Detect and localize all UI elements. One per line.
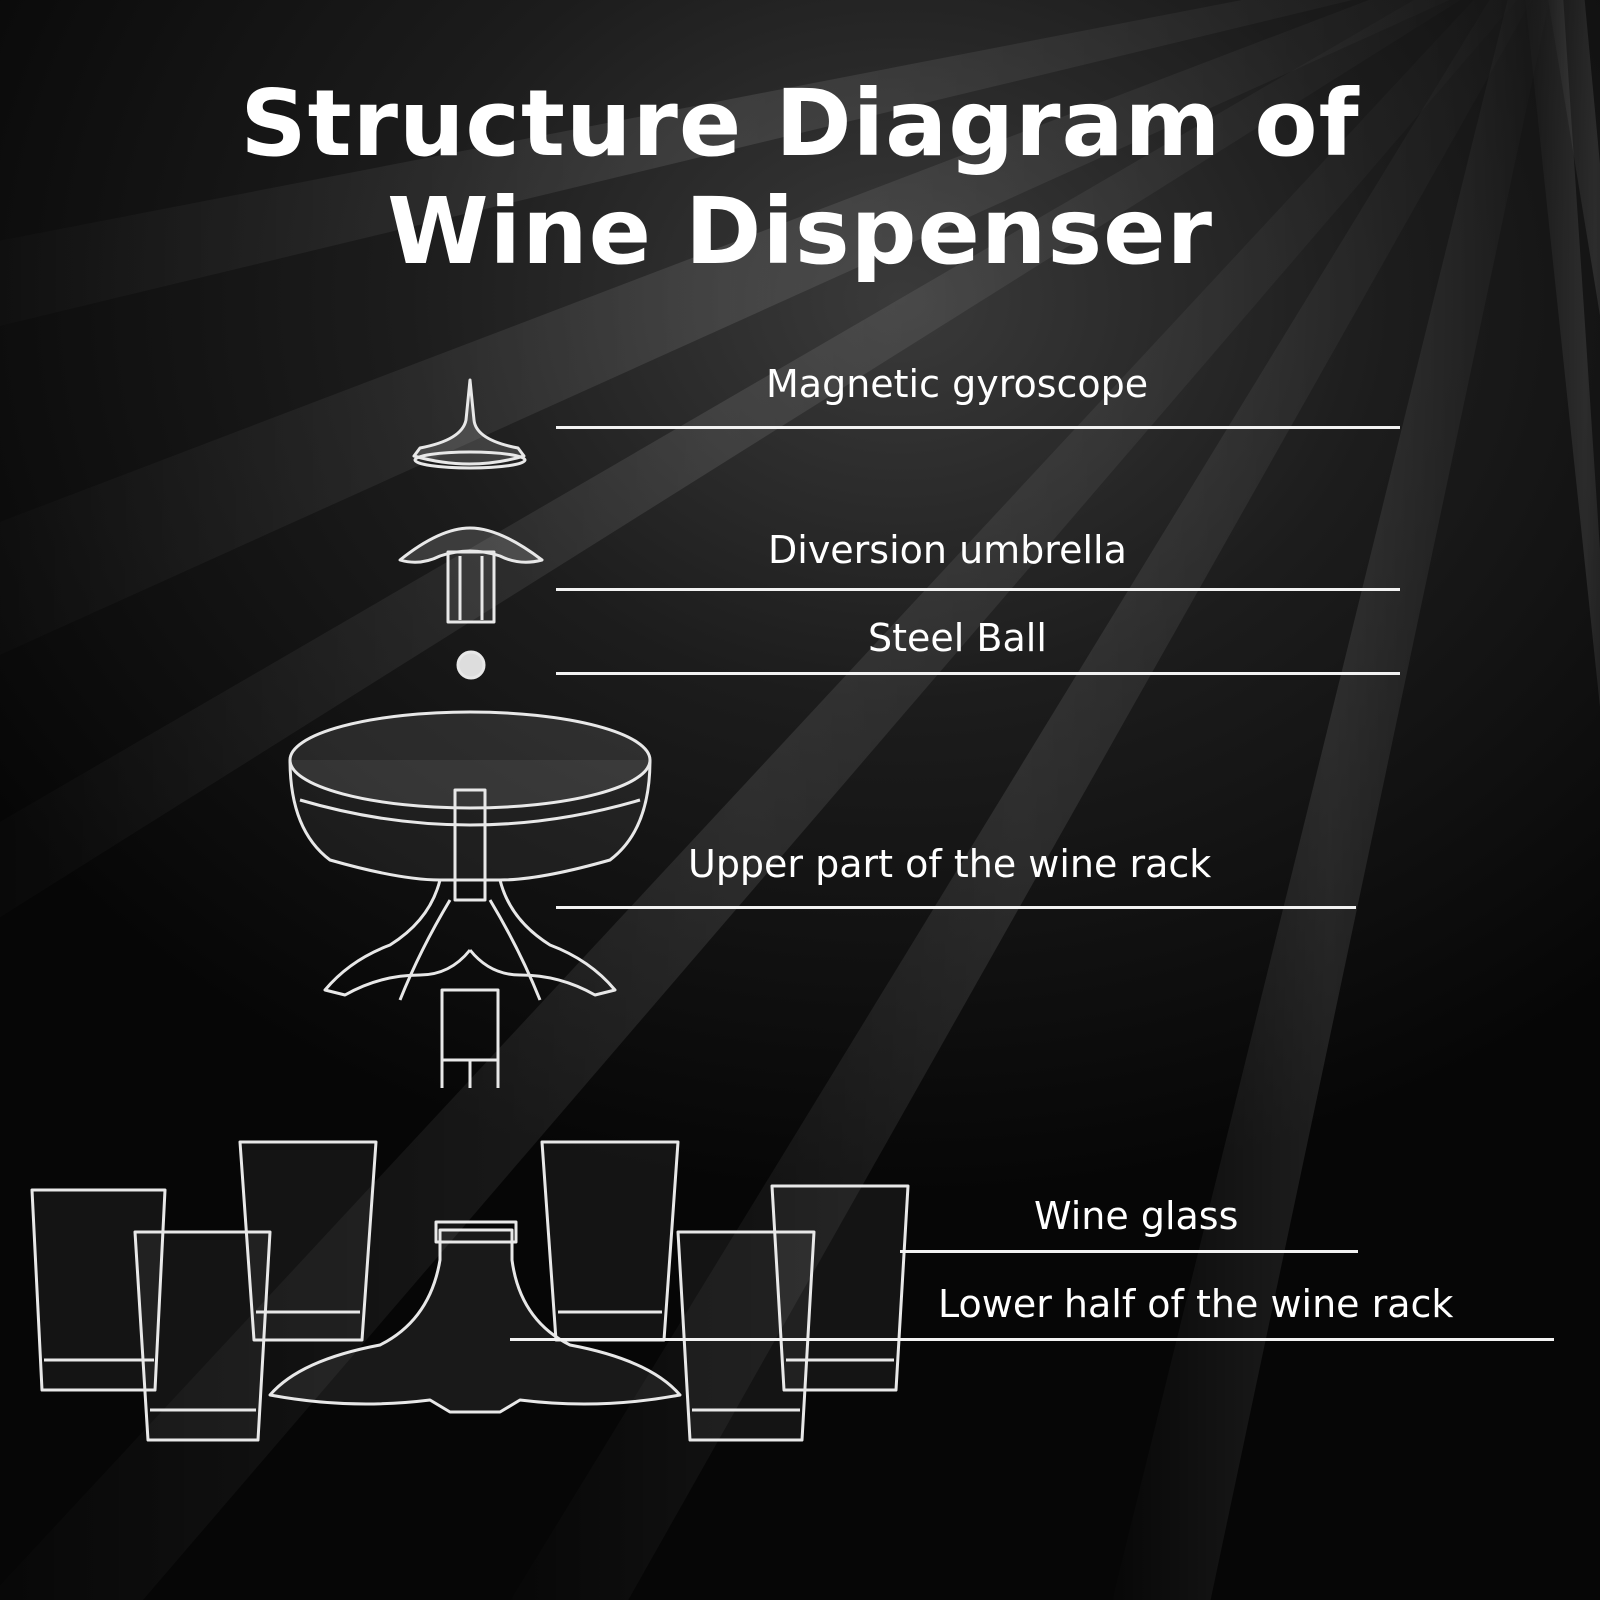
- title-line-2: Wine Dispenser: [387, 178, 1213, 285]
- rule-diversion-umbrella: [556, 588, 1400, 591]
- rule-upper-rack: [556, 906, 1356, 909]
- rule-magnetic-gyroscope: [556, 426, 1400, 429]
- wine-glasses-part: [30, 1140, 910, 1442]
- title-line-1: Structure Diagram of: [240, 70, 1360, 177]
- label-magnetic-gyroscope: Magnetic gyroscope: [766, 362, 1149, 406]
- diagram-title: Structure Diagram of Wine Dispenser: [0, 70, 1600, 286]
- rule-steel-ball: [556, 672, 1400, 675]
- rule-lower-rack: [510, 1338, 1554, 1341]
- label-upper-rack: Upper part of the wine rack: [688, 842, 1212, 886]
- rule-wine-glass: [900, 1250, 1358, 1253]
- steel-ball-part: [456, 650, 486, 680]
- upper-rack-part: [288, 710, 652, 1088]
- label-steel-ball: Steel Ball: [868, 616, 1047, 660]
- label-diversion-umbrella: Diversion umbrella: [768, 528, 1127, 572]
- label-lower-rack: Lower half of the wine rack: [938, 1282, 1454, 1326]
- diversion-umbrella-part: [398, 526, 544, 624]
- magnetic-gyroscope-part: [412, 378, 527, 470]
- label-wine-glass: Wine glass: [1034, 1194, 1239, 1238]
- lower-rack-part: [268, 1220, 682, 1414]
